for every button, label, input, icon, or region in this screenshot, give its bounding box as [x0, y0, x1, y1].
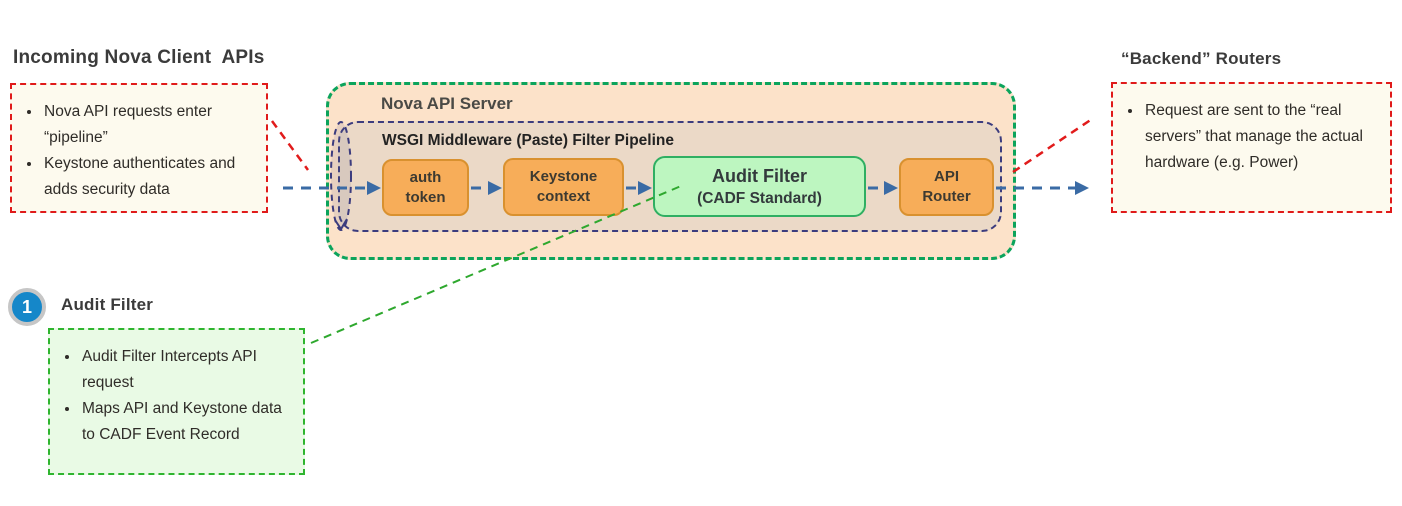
stage-api-router: API Router — [899, 158, 994, 216]
backend-routers-bullet-list: Request are sent to the “real servers” t… — [1113, 84, 1390, 186]
backend-routers-heading: “Backend” Routers — [1121, 49, 1282, 68]
stage-keystone-context: Keystone context — [503, 158, 624, 216]
red-connector-right — [1012, 117, 1093, 174]
wsgi-pipeline-title: WSGI Middleware (Paste) Filter Pipeline — [382, 132, 674, 149]
stage-auth-token: auth token — [382, 159, 469, 216]
incoming-apis-note: Nova API requests enter “pipeline” Keyst… — [10, 83, 268, 213]
stage-label: API — [933, 168, 959, 185]
incoming-apis-bullet-list: Nova API requests enter “pipeline” Keyst… — [12, 85, 266, 213]
stage-audit-filter: Audit Filter (CADF Standard) — [653, 156, 866, 217]
list-item: Audit Filter Intercepts API request — [80, 344, 287, 396]
stage-label: Keystone — [529, 168, 598, 185]
list-item: Maps API and Keystone data to CADF Event… — [80, 396, 294, 448]
list-item: Keystone authenticates and adds security… — [42, 151, 258, 203]
incoming-apis-heading: Incoming Nova Client APIs — [13, 47, 265, 68]
audit-filter-bullet-list: Audit Filter Intercepts API request Maps… — [50, 330, 303, 458]
stage-label: auth — [409, 168, 442, 186]
stage-label: Audit Filter — [712, 165, 807, 186]
audit-filter-callout-heading: Audit Filter — [61, 295, 154, 314]
nova-api-server-title: Nova API Server — [381, 94, 513, 113]
stage-label: Router — [922, 188, 971, 205]
stage-label: token — [405, 188, 446, 206]
list-item: Request are sent to the “real servers” t… — [1143, 98, 1363, 176]
stage-label: context — [536, 188, 591, 205]
audit-filter-note: Audit Filter Intercepts API request Maps… — [48, 328, 305, 475]
arrowhead-icon — [1075, 181, 1089, 195]
list-item: Nova API requests enter “pipeline” — [42, 99, 252, 151]
backend-routers-note: Request are sent to the “real servers” t… — [1111, 82, 1392, 213]
stage-label: (CADF Standard) — [697, 189, 822, 207]
red-connector-left — [270, 120, 310, 171]
step-1-badge: 1 — [8, 288, 46, 326]
